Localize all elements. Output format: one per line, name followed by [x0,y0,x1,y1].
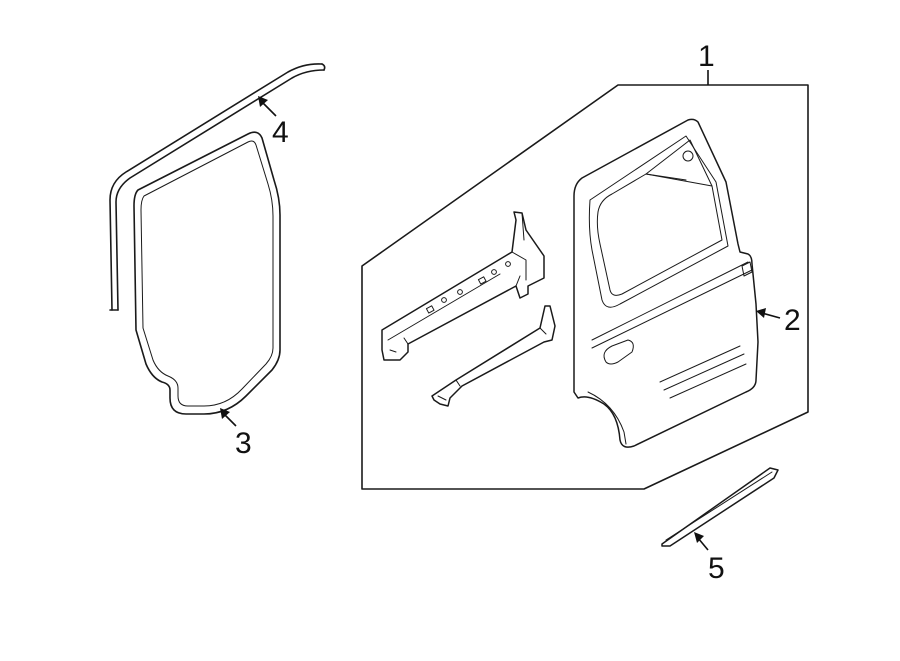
callout-5-label: 5 [708,552,725,585]
callout-2: 2 [756,304,801,337]
callout-2-label: 2 [784,304,801,337]
door-assembly-group-frame-icon [361,84,809,490]
callout-5: 5 [694,532,725,585]
door-weatherstrip-seal-icon [133,131,281,415]
hinge-reinforcement-bracket-icon [381,211,545,361]
roof-rail-weatherstrip-icon [109,63,326,311]
callout-4: 4 [258,96,289,149]
callout-1-label: 1 [698,40,715,73]
callout-3: 3 [220,408,252,460]
callout-1: 1 [698,40,715,85]
rear-door-shell-icon [573,118,759,448]
callout-4-label: 4 [272,116,289,149]
lower-body-molding-icon [661,467,779,547]
callout-3-label: 3 [235,427,252,460]
window-run-channel-bracket-icon [431,305,556,407]
